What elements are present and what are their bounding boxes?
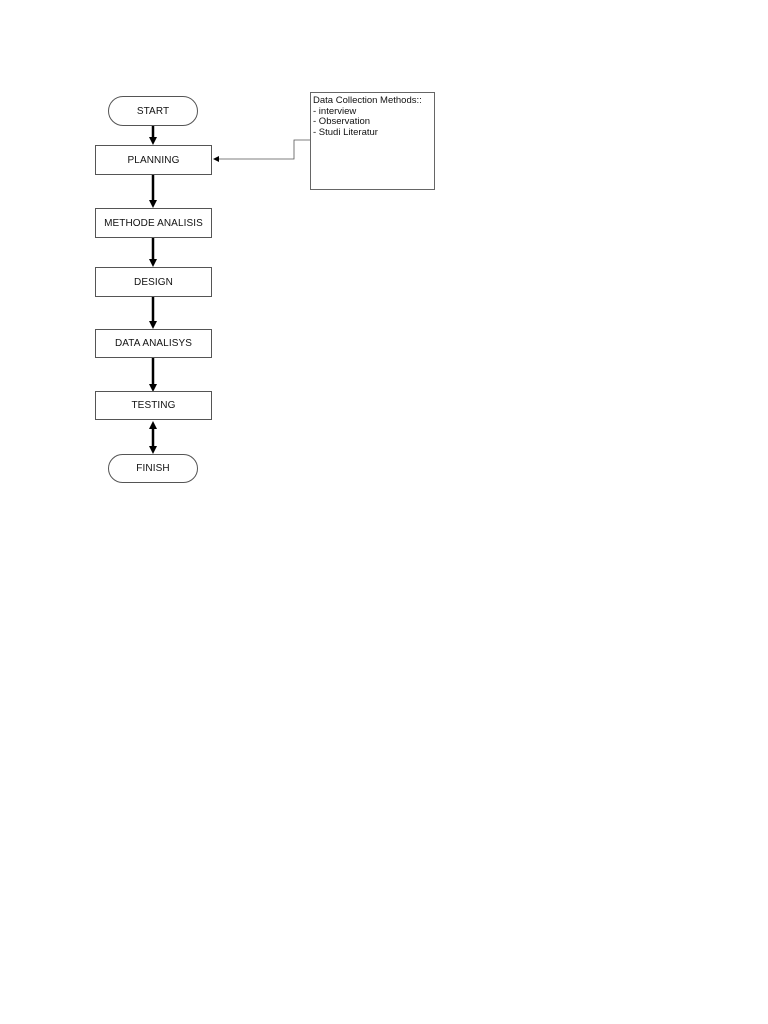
planning-label: PLANNING [127, 154, 180, 166]
note-title: Data Collection Methods:: [313, 95, 422, 106]
planning-box: PLANNING [95, 145, 212, 175]
design-label: DESIGN [134, 276, 173, 288]
note-item-interview: - interview [313, 105, 357, 117]
start-terminal: START [108, 96, 198, 126]
design-box: DESIGN [95, 267, 212, 297]
start-label: START [136, 105, 170, 117]
note-item-observation: - Observation [313, 116, 371, 127]
data-collection-note: Data Collection Methods:: - interview - … [310, 92, 435, 190]
data-analysys-box: DATA ANALISYS [95, 329, 212, 358]
arrow-note-to-planning [213, 139, 311, 162]
methode-analisis-label: METHODE ANALISIS [104, 217, 203, 229]
finish-label: FINISH [136, 463, 170, 474]
testing-box: TESTING [95, 391, 212, 420]
testing-label: TESTING [131, 400, 176, 411]
data-analysys-label: DATA ANALISYS [114, 338, 193, 349]
methode-analisis-box: METHODE ANALISIS [95, 208, 212, 238]
finish-terminal: FINISH [108, 454, 198, 483]
note-item-studi-literatur: - Studi Literatur [313, 126, 378, 138]
